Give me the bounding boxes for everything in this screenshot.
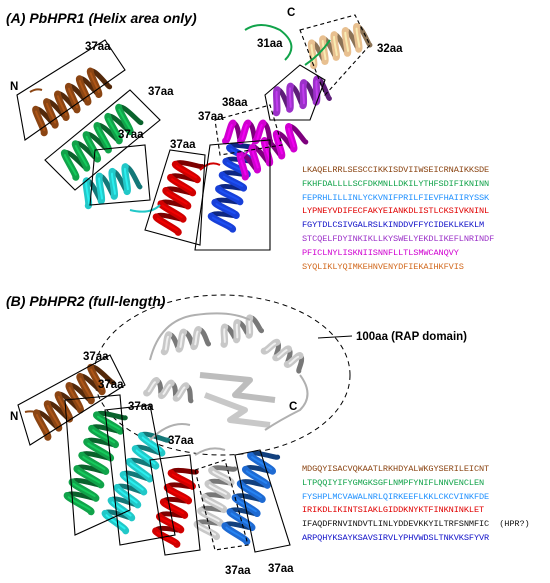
box-tan-a <box>299 14 371 97</box>
box-purple-a <box>264 64 326 121</box>
panel-a-title: (A) PbHPR1 (Helix area only) <box>6 10 197 26</box>
box-green-b <box>64 394 131 536</box>
c-terminus-b: C <box>289 401 297 413</box>
rap-domain-structure <box>143 312 309 431</box>
sequence-line-a-3: FEPRHLILLINLYCKVNIFPRILFIEVFHAIIRYSSK <box>302 192 490 203</box>
label-h4-b: 37aa <box>168 435 194 447</box>
rap-domain-label: 100aa (RAP domain) <box>356 331 467 343</box>
box-red-a <box>144 149 206 246</box>
helix-cyan-b <box>101 431 171 535</box>
box-green-a <box>44 89 161 191</box>
box-brown-a <box>16 39 126 141</box>
helix-red-b <box>152 467 199 548</box>
label-h6-a: 38aa <box>222 97 248 109</box>
sequence-line-a-6: STCQELFDYINKIKLLKYSWELYEKDLIKEFLNRINDF <box>302 233 495 244</box>
rap-domain-circle <box>93 294 351 456</box>
panel-a-structure <box>29 22 373 236</box>
box-brown-b <box>17 354 126 446</box>
label-h1-a: 37aa <box>85 41 111 53</box>
label-h5-a: 37aa <box>198 111 224 123</box>
n-terminus-b: N <box>10 411 18 423</box>
sequence-line-b-2: LTPQQIYIFYGMGKSGFLNMPFYNIFLNNVENCLEN <box>302 477 485 488</box>
helix-tan-a <box>307 22 373 70</box>
sequence-line-a-5: FGYTDLCSIVGALRSLKINDDVFFYCIDEKLKEKLM <box>302 220 485 231</box>
sequence-list-b: MDGQYISACVQKAATLRKHDYALWKGYSERILEICNT LTP… <box>302 463 530 546</box>
sequence-line-a-7: PFICLNYLISKNIISNNFLLTLSMWCANQVY <box>302 247 459 258</box>
box-grey-b <box>194 459 249 551</box>
sequence-line-b-6: ARPQHYKSAYKSAVSIRVLYPHVWDSLTNKVKSFYVR <box>302 532 490 543</box>
helix-grey-b <box>193 465 238 541</box>
label-h2-a: 37aa <box>148 86 174 98</box>
c-terminus-a: C <box>287 7 295 19</box>
sequence-line-a-1: LKAQELRRLSESCCIKKISDVIIWSEICRNAIKKSDE <box>302 165 490 175</box>
label-h3-a: 37aa <box>118 129 144 141</box>
sequence-line-a-2: FKHFDALLLLSCFDKMNLLDKILYTHFSDIFIKNINN <box>302 178 490 189</box>
sequence-line-b-3: FYSHPLMCVAWALNRLQIRKEEFLKKLCKCVINKFDE <box>302 491 490 502</box>
box-red-b <box>149 454 201 556</box>
panel-b-structure <box>24 363 281 548</box>
sequence-line-b-5: IFAQDFRNVINDVTLINLYDDEVKKYILTRFSNMFIC (H… <box>302 519 530 530</box>
label-h8-a: 32aa <box>377 43 403 55</box>
sequence-line-b-4: IRIKDLIKINTSIAKLGIDDKNYKTFINKNINKLET <box>302 505 485 516</box>
sequence-list-a: LKAQELRRLSESCCIKKISDVIIWSEICRNAIKKSDE FKH… <box>302 164 494 274</box>
helix-green-b <box>63 410 128 516</box>
helix-brown-a <box>32 67 113 137</box>
label-h6-b: 37aa <box>268 563 294 575</box>
box-blue-b <box>234 449 291 553</box>
sequence-line-a-8: SYQLIKLYQIMKEHNVENYDFIEKAIHKFVIS <box>302 261 464 272</box>
helix-cyan-a <box>82 163 143 210</box>
panel-b-title: (B) PbHPR2 (full-length) <box>6 293 166 309</box>
label-h1-b: 37aa <box>83 351 109 363</box>
panel-b-boxes <box>17 354 291 556</box>
label-h5-b: 37aa <box>225 565 251 577</box>
box-cyan-a <box>89 144 151 206</box>
sequence-line-b-1: MDGQYISACVQKAATLRKHDYALWKGYSERILEICNT <box>302 464 490 474</box>
panel-a-boxes <box>16 14 371 251</box>
label-h3-b: 37aa <box>128 401 154 413</box>
sequence-line-a-4: LYPNEYVDIFECFAKYEIANKDLISTLCKSIVKNINL <box>302 206 490 217</box>
label-h2-b: 37aa <box>98 379 124 391</box>
n-terminus-a: N <box>10 81 18 93</box>
label-h4-a: 37aa <box>170 139 196 151</box>
box-cyan-b <box>104 404 176 546</box>
box-magenta-a <box>214 104 283 156</box>
helix-blue-a <box>207 142 258 233</box>
box-blue-a <box>194 139 271 251</box>
label-h7-a: 31aa <box>257 38 283 50</box>
helix-red-a <box>152 160 205 236</box>
